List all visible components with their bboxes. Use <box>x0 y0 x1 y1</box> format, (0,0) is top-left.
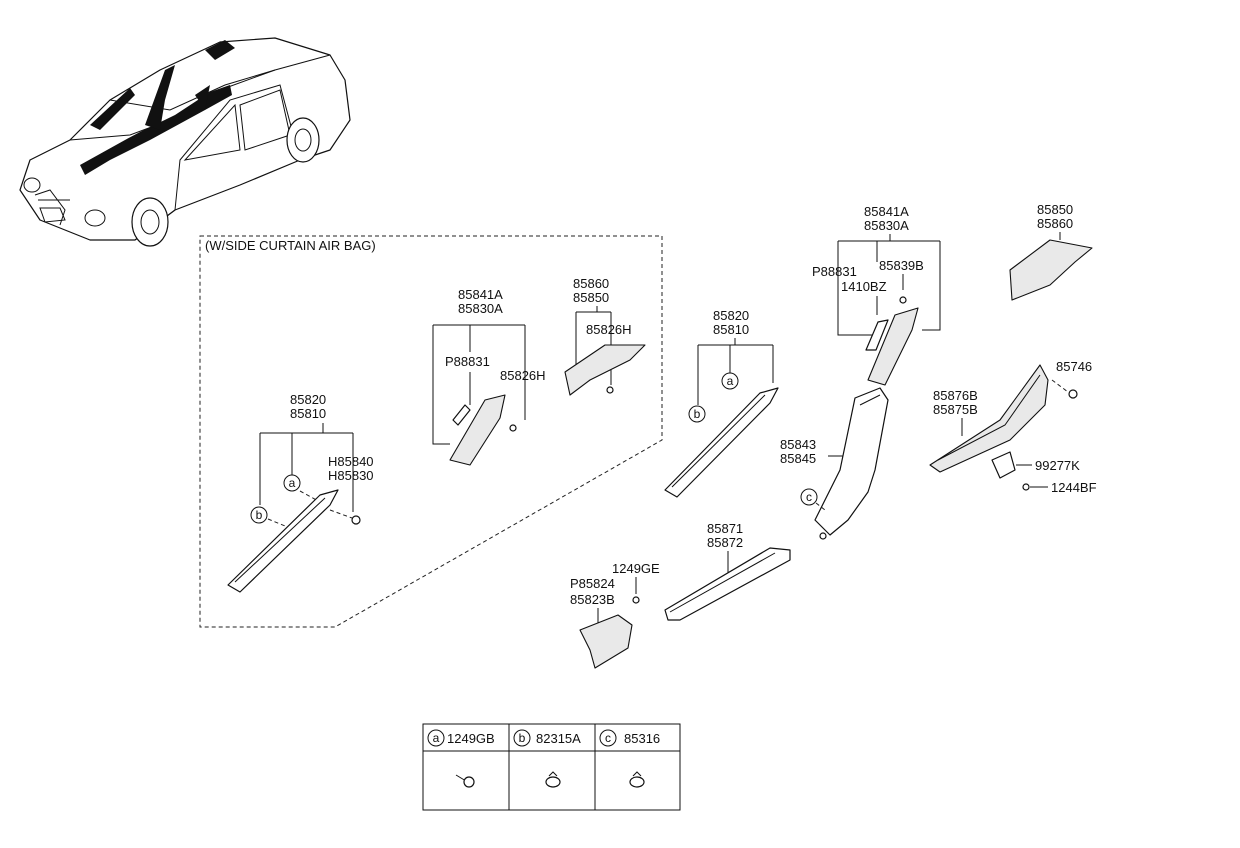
legend-marker-b <box>513 729 531 747</box>
screw-icon <box>455 774 475 788</box>
label-b-upper-2: 85830A <box>864 218 909 233</box>
legend-marker-a-text: a <box>433 731 440 745</box>
b-pillar-upper-group: 85841A 85830A P88831 85839B 1410BZ <box>812 204 941 386</box>
curtain-airbag-region <box>199 235 663 628</box>
fastener-legend: a 1249GB b 82315A c 85316 <box>422 723 681 811</box>
label-front-sill-2: 85872 <box>707 535 743 550</box>
mid-curtain-trim <box>449 394 506 466</box>
marker-c-text: c <box>806 490 812 504</box>
upper-curtain-trim <box>564 344 646 396</box>
b-pillar-lower-group: 85843 85845 c <box>780 387 889 540</box>
label-b-upper-1: 85841A <box>864 204 909 219</box>
label-mid-clip: 85826H <box>500 368 546 383</box>
label-quarter-1: 85850 <box>1037 202 1073 217</box>
legend-part-b: 82315A <box>536 731 581 746</box>
label-b-lower-2: 85845 <box>780 451 816 466</box>
label-mid-curtain-1: 85841A <box>458 287 503 302</box>
section-title: (W/SIDE CURTAIN AIR BAG) <box>205 238 376 253</box>
marker-a-right-text: a <box>727 374 734 388</box>
quarter-trim <box>1009 239 1093 301</box>
label-upper-curtain-2: 85850 <box>573 290 609 305</box>
marker-c <box>800 488 818 506</box>
label-a-pillar-curtain-1: 85820 <box>290 392 326 407</box>
label-cowl-1: P85824 <box>570 576 615 591</box>
label-rear-step-clip: 85746 <box>1056 359 1092 374</box>
bracket-group: 99277K 1244BF <box>991 451 1097 495</box>
label-a-pillar-curtain-2: 85810 <box>290 406 326 421</box>
car-illustration <box>19 37 351 247</box>
upper-curtain-group: 85860 85850 85826H <box>564 276 646 396</box>
a-pillar-curtain-trim <box>227 489 339 593</box>
b-pillar-lower-trim <box>814 387 889 536</box>
mid-curtain-group: 85841A 85830A P88831 85826H <box>432 287 546 466</box>
b-pillar-upper-trim <box>867 307 919 386</box>
label-front-sill-1: 85871 <box>707 521 743 536</box>
rear-step-group: 85876B 85875B 85746 <box>929 359 1092 473</box>
legend-marker-c-text: c <box>605 731 611 745</box>
rivet-icon <box>629 771 645 788</box>
legend-part-a: 1249GB <box>447 731 495 746</box>
label-rear-step-2: 85875B <box>933 402 978 417</box>
label-mid-curtain-2: 85830A <box>458 301 503 316</box>
a-pillar-group: 85820 85810 a b <box>664 308 779 498</box>
front-sill-trim <box>664 547 791 621</box>
marker-a-left <box>283 474 301 492</box>
label-quarter-2: 85860 <box>1037 216 1073 231</box>
label-bolt: 1244BF <box>1051 480 1097 495</box>
label-mid-bracket: P88831 <box>445 354 490 369</box>
label-rear-step-1: 85876B <box>933 388 978 403</box>
marker-a-left-text: a <box>289 476 296 490</box>
marker-b-left-text: b <box>256 508 263 522</box>
bracket-part <box>991 451 1016 479</box>
label-b-clip: 85839B <box>879 258 924 273</box>
label-upper-curtain-1: 85860 <box>573 276 609 291</box>
a-pillar-curtain-group: 85820 85810 H85840 H85830 a b <box>227 392 374 593</box>
marker-b-left <box>250 506 268 524</box>
label-h-clip-2: H85830 <box>328 468 374 483</box>
legend-marker-b-text: b <box>519 731 526 745</box>
legend-marker-c <box>599 729 617 747</box>
quarter-trim-group: 85850 85860 <box>1009 202 1093 301</box>
label-cowl-2: 85823B <box>570 592 615 607</box>
h-clip-part <box>351 515 361 525</box>
cowl-trim <box>579 614 633 669</box>
legend-marker-a <box>427 729 445 747</box>
marker-a-right <box>721 372 739 390</box>
label-upper-clip: 85826H <box>586 322 632 337</box>
label-a-pillar-2: 85810 <box>713 322 749 337</box>
label-a-pillar-1: 85820 <box>713 308 749 323</box>
label-b-screw: 1410BZ <box>841 279 887 294</box>
clip-icon <box>545 771 561 788</box>
label-b-lower-1: 85843 <box>780 437 816 452</box>
rear-step-trim <box>929 364 1049 473</box>
label-bracket: 99277K <box>1035 458 1080 473</box>
legend-part-c: 85316 <box>624 731 660 746</box>
label-cowl-bolt: 1249GE <box>612 561 660 576</box>
marker-b-right <box>688 405 706 423</box>
front-sill-group: 85871 85872 <box>664 521 791 621</box>
label-h-clip-1: H85840 <box>328 454 374 469</box>
label-b-bracket: P88831 <box>812 264 857 279</box>
marker-b-right-text: b <box>694 407 701 421</box>
cowl-trim-group: 1249GE P85824 85823B <box>570 561 660 669</box>
a-pillar-trim <box>664 387 779 498</box>
